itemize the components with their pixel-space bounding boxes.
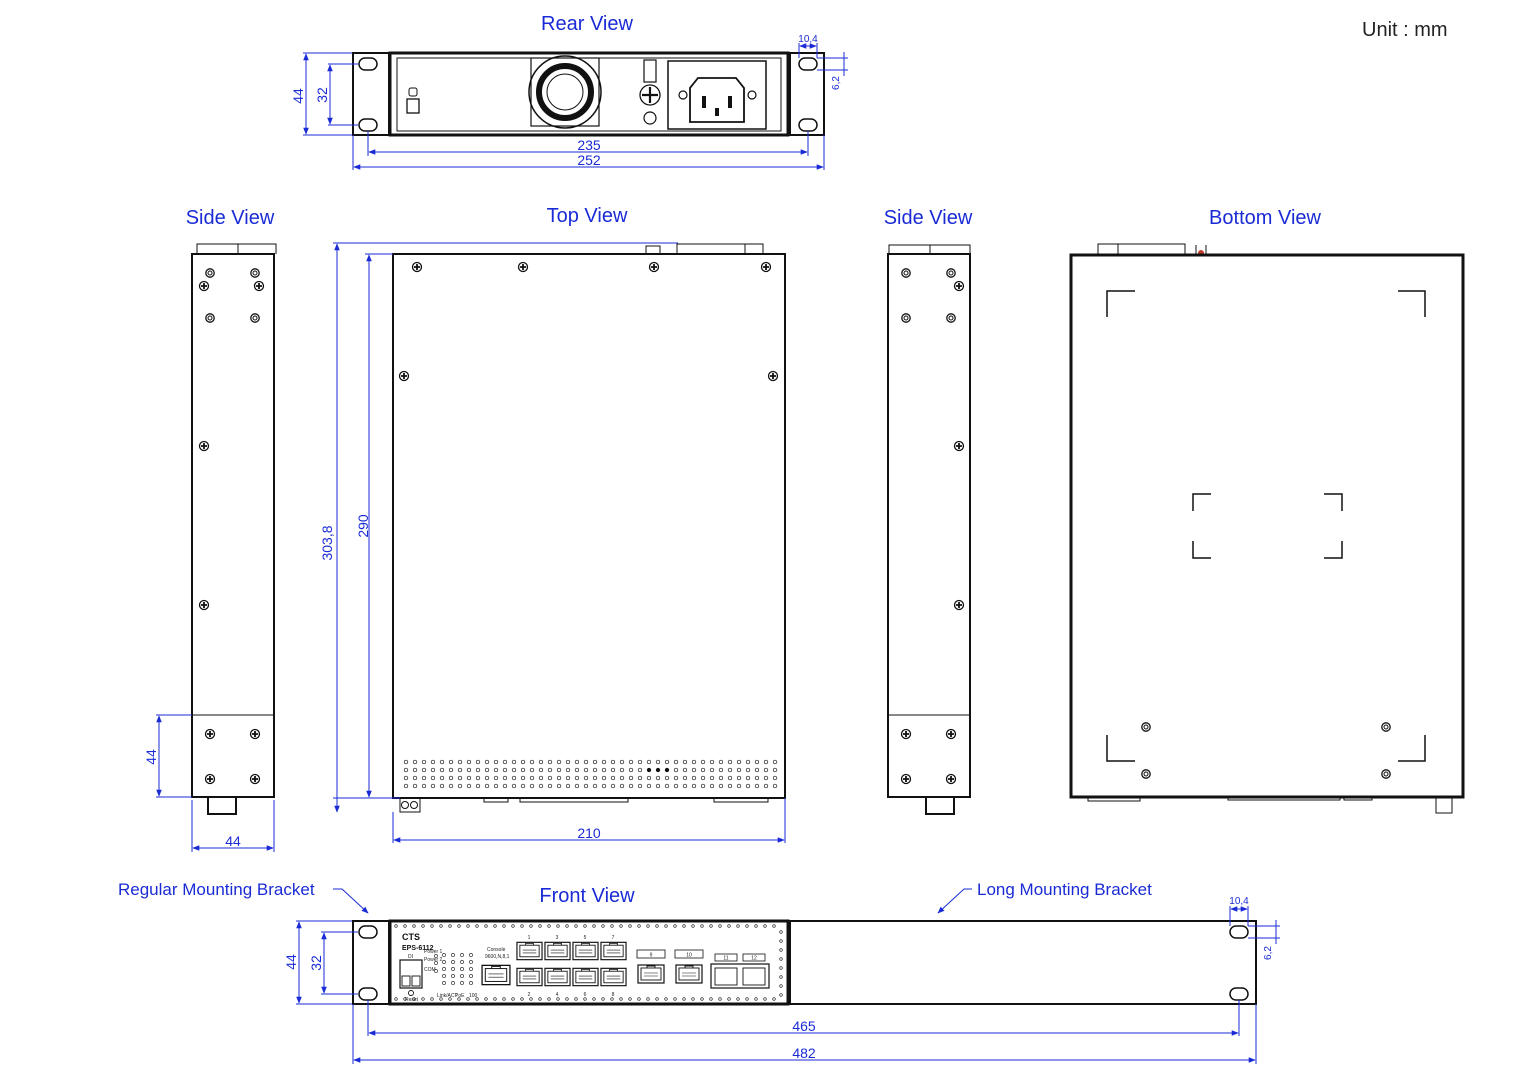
port-number-label: 3 — [556, 935, 559, 941]
front-hole-spacing-dim: 32 — [308, 955, 324, 971]
front-slot-height-dim: 6,2 — [1263, 946, 1274, 960]
side-view-left-title: Side View — [186, 207, 275, 229]
bottom-view: Bottom View — [1069, 207, 1465, 814]
led-label-100: 100 — [469, 993, 478, 999]
rear-hole-distance-dim: 235 — [577, 137, 601, 153]
top-view-title: Top View — [547, 205, 628, 227]
side-bracket-height-dim: 44 — [143, 749, 159, 765]
front-model-label: EPS-6112 — [402, 945, 434, 952]
front-slot-width-dim: 10,4 — [1229, 896, 1249, 907]
front-hole-distance-dim: 465 — [792, 1018, 816, 1034]
ethernet-port-5[interactable] — [572, 941, 599, 961]
sfp-port-12[interactable] — [742, 967, 766, 986]
front-view-title: Front View — [539, 885, 635, 907]
led-label-power2: Power 2 — [424, 957, 443, 963]
rear-switch-icon — [406, 87, 420, 114]
long-bracket-callout: Long Mounting Bracket — [977, 880, 1152, 899]
rear-slot-width-dim: 10,4 — [798, 34, 818, 45]
sfp-port-bank — [710, 963, 770, 989]
bottom-view-title: Bottom View — [1209, 207, 1321, 229]
top-depth-total-dim: 303,8 — [319, 525, 335, 560]
port-number-label: 2 — [528, 992, 531, 998]
rear-mount-slot-tl — [358, 57, 378, 71]
unit-label: Unit : mm — [1362, 19, 1448, 41]
side-right-body — [887, 253, 971, 798]
port-number-label: 8 — [612, 992, 615, 998]
led-label-poe: PoE — [455, 993, 465, 999]
rear-mount-slot-bl — [358, 118, 378, 132]
ethernet-port-6[interactable] — [572, 967, 599, 987]
rubber-foot-marks — [1106, 290, 1426, 762]
front-mount-slot-tr — [1229, 925, 1249, 939]
port-number-label: 11 — [723, 956, 728, 962]
ethernet-port-2[interactable] — [516, 967, 543, 987]
reset-label: Reset — [405, 997, 419, 1003]
ethernet-port-1[interactable] — [516, 941, 543, 961]
fan-icon — [528, 55, 602, 129]
port-number-label: 5 — [584, 935, 587, 941]
ethernet-port-7[interactable] — [600, 941, 627, 961]
rear-height-dim: 44 — [290, 88, 306, 104]
console-port[interactable] — [481, 964, 511, 986]
side-view-right-title: Side View — [884, 207, 973, 229]
front-total-width-dim: 482 — [792, 1045, 816, 1061]
ethernet-port-10[interactable] — [675, 964, 703, 984]
port-number-label: 7 — [612, 935, 615, 941]
top-body — [392, 253, 786, 799]
side-width-dim: 44 — [225, 833, 241, 849]
rear-total-width-dim: 252 — [577, 152, 601, 168]
port-number-label: 6 — [584, 992, 587, 998]
bottom-body — [1069, 253, 1465, 799]
side-view-right: Side View — [884, 207, 973, 815]
rear-mount-slot-br — [798, 118, 818, 132]
console-sub-label: 9600,N,8,1 — [485, 954, 510, 960]
top-vent-holes — [403, 759, 778, 789]
ground-screw-icon — [639, 59, 661, 125]
side-left-body — [191, 253, 275, 798]
di-terminal-block — [399, 959, 423, 989]
console-label: Console — [487, 947, 506, 953]
regular-bracket-callout: Regular Mounting Bracket — [118, 880, 315, 899]
rear-mount-slot-tr — [798, 57, 818, 71]
front-mount-slot-tl — [358, 925, 378, 939]
front-view: Front View Regular Mounting Bracket Long… — [118, 880, 1280, 1064]
ethernet-port-8[interactable] — [600, 967, 627, 987]
port-number-label: 9 — [650, 953, 653, 959]
top-depth-body-dim: 290 — [355, 514, 371, 538]
ethernet-port-4[interactable] — [544, 967, 571, 987]
ethernet-port-9[interactable] — [637, 964, 665, 984]
front-mount-slot-br — [1229, 987, 1249, 1001]
di-label: DI — [408, 954, 413, 960]
rear-hole-spacing-dim: 32 — [314, 87, 330, 103]
top-view: Top View 303,8 290 210 — [319, 205, 786, 843]
top-width-dim: 210 — [577, 825, 601, 841]
port-number-label: 4 — [556, 992, 559, 998]
front-vent-holes — [394, 924, 783, 1001]
front-brand-logo: CTS — [402, 932, 420, 942]
ethernet-port-bank: 1 3 5 7 2 4 6 8 9 10 11 12 — [516, 935, 766, 998]
rear-slot-height-dim: 6,2 — [831, 76, 842, 90]
led-label-power1: Power 1 — [424, 949, 443, 955]
led-label-linkact: Link/ACT — [437, 993, 458, 999]
front-mount-slot-bl — [358, 987, 378, 1001]
port-number-label: 1 — [528, 935, 531, 941]
front-long-bracket — [789, 920, 1257, 1005]
ethernet-port-3[interactable] — [544, 941, 571, 961]
side-view-left: Side View 44 44 — [143, 207, 277, 852]
sfp-port-11[interactable] — [714, 967, 738, 986]
reset-button[interactable] — [408, 990, 414, 996]
port-number-label: 10 — [686, 953, 692, 959]
rear-view: Rear View — [290, 13, 848, 170]
power-inlet-icon — [667, 60, 767, 130]
front-height-dim: 44 — [283, 954, 299, 970]
port-number-label: 12 — [751, 956, 757, 962]
rear-view-title: Rear View — [541, 13, 633, 35]
front-chassis — [388, 919, 790, 1006]
led-label-com: COM — [424, 967, 436, 973]
status-led-grid — [434, 953, 473, 985]
